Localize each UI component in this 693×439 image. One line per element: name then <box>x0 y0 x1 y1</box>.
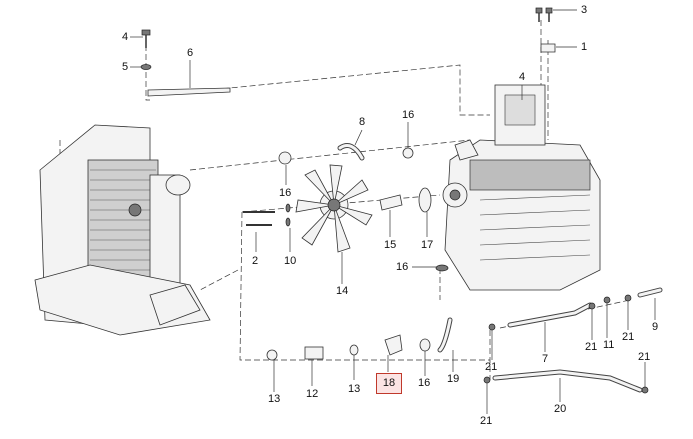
callout-8: 8 <box>359 116 366 128</box>
callout-3: 3 <box>581 4 588 16</box>
callout-16-mid: 16 <box>396 261 409 273</box>
callout-17: 17 <box>421 239 434 251</box>
leader-lines <box>130 9 656 414</box>
callout-11: 11 <box>603 339 615 351</box>
small-parts <box>140 7 663 394</box>
radiator-assembly <box>34 124 211 336</box>
callout-21-c: 21 <box>622 331 635 343</box>
callout-20: 20 <box>554 403 567 415</box>
callout-21-b: 21 <box>585 341 598 353</box>
callout-16-top: 16 <box>402 109 415 121</box>
callout-16-bottom: 16 <box>418 377 431 389</box>
callout-9: 9 <box>652 321 659 333</box>
callout-15: 15 <box>384 239 397 251</box>
fan <box>295 164 373 253</box>
callout-2: 2 <box>252 255 259 267</box>
callout-21-a: 21 <box>485 361 498 373</box>
callout-14: 14 <box>336 285 349 297</box>
callout-10: 10 <box>284 255 297 267</box>
callout-7: 7 <box>542 353 549 365</box>
callout-13-right: 13 <box>348 383 361 395</box>
callout-6: 6 <box>187 47 194 59</box>
callout-19: 19 <box>447 373 460 385</box>
callout-21-e: 21 <box>480 415 493 427</box>
callout-4: 4 <box>122 31 129 43</box>
callout-12: 12 <box>306 388 319 400</box>
callout-1: 1 <box>581 41 588 53</box>
callout-13-left: 13 <box>268 393 281 405</box>
callout-16-left: 16 <box>279 187 292 199</box>
callout-18-highlighted[interactable]: 18 <box>376 373 402 394</box>
callout-4-engine: 4 <box>519 71 526 83</box>
callout-21-d: 21 <box>638 351 651 363</box>
engine-block <box>442 84 601 291</box>
callout-5: 5 <box>122 61 129 73</box>
